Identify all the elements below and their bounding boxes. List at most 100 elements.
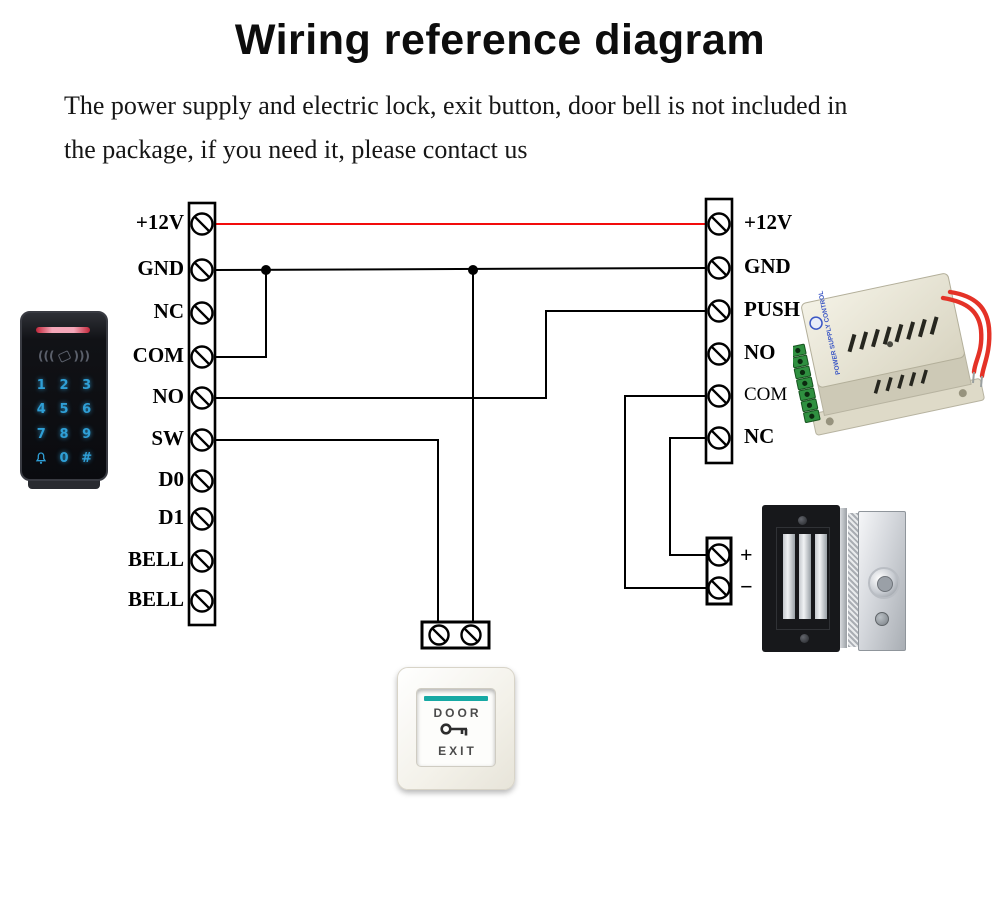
terminal-screw-icon: [707, 299, 731, 323]
magnetic-lock: [762, 505, 847, 652]
keypad-body: ((())) 1 2 3 4 5 6 7 8 9 0 #: [20, 311, 108, 481]
terminal-screw-icon: [190, 589, 214, 613]
armature-plate: [848, 511, 906, 651]
exit-button-device: DOOR EXIT: [397, 667, 515, 790]
psu-flange-screw: [825, 417, 834, 426]
psu-logo-icon: [809, 316, 823, 330]
exit-button-panel: DOOR EXIT: [416, 688, 496, 767]
terminal-screw-icon: [190, 549, 214, 573]
subtitle-line-1: The power supply and electric lock, exit…: [64, 91, 848, 120]
wire-com-to-gnd: [216, 270, 267, 358]
label-left-d0: D0: [158, 467, 184, 491]
power-supply-unit: POWER SUPPLY CONTROL: [793, 273, 992, 436]
wire-no-to-push: [216, 310, 706, 399]
key-0: 0: [59, 451, 69, 467]
subtitle: The power supply and electric lock, exit…: [64, 84, 954, 172]
label-left-gnd: GND: [137, 256, 184, 280]
subtitle-line-2: the package, if you need it, please cont…: [64, 135, 528, 164]
page-title: Wiring reference diagram: [234, 16, 766, 64]
terminal-screw-icon: [190, 428, 214, 452]
psu-red-wires: [940, 289, 992, 388]
psu-green-terminal-block: [793, 343, 821, 424]
label-lock-minus: −: [740, 574, 753, 599]
psu-adjust-button: [887, 341, 894, 348]
maglock-recess: [776, 527, 830, 630]
terminal-screw-icon: [190, 386, 214, 410]
label-left-bell2: BELL: [127, 587, 184, 611]
key-4: 4: [36, 402, 46, 418]
terminal-screw-icon: [707, 384, 731, 408]
label-right-push: PUSH: [744, 297, 801, 321]
keypad-keys: 1 2 3 4 5 6 7 8 9 0 #: [30, 373, 98, 471]
maglock-screw: [800, 634, 809, 643]
keypad-device: ((())) 1 2 3 4 5 6 7 8 9 0 #: [20, 311, 108, 489]
label-left-com: COM: [132, 343, 184, 367]
exit-button-exit-text: EXIT: [438, 744, 477, 758]
wire-gnd: [215, 267, 707, 271]
terminal-screw-icon: [190, 212, 214, 236]
terminal-screw-icon: [707, 576, 731, 600]
key-5: 5: [59, 402, 69, 418]
rfid-waves-right: ))): [73, 349, 90, 363]
rfid-waves-left: (((: [38, 349, 55, 363]
right-terminal-strip: [704, 197, 734, 465]
armature-pin-hole: [875, 612, 889, 626]
label-left-bell1: BELL: [127, 547, 184, 571]
bell-icon: [35, 452, 47, 465]
terminal-screw-icon: [428, 624, 450, 646]
terminal-screw-icon: [190, 469, 214, 493]
key-1: 1: [36, 377, 46, 393]
label-right-com: COM: [744, 384, 788, 405]
terminal-screw-icon: [707, 426, 731, 450]
maglock-screw: [798, 516, 807, 525]
label-left-12v: +12V: [135, 210, 184, 234]
key-8: 8: [59, 426, 69, 442]
key-6: 6: [82, 402, 92, 418]
terminal-screw-icon: [707, 543, 731, 567]
key-3: 3: [82, 377, 92, 393]
maglock-magnet-strips: [783, 534, 827, 619]
led-indicator-bar: [36, 327, 90, 333]
psu-vent-slats: [847, 316, 939, 394]
label-left-sw: SW: [151, 426, 184, 450]
maglock-side-edge: [840, 508, 847, 648]
key-hash: #: [81, 451, 93, 467]
terminal-screw-icon: [707, 256, 731, 280]
label-right-12v: +12V: [744, 210, 793, 234]
label-left-nc: NC: [153, 299, 184, 323]
key-9: 9: [82, 426, 92, 442]
armature-face: [858, 511, 906, 651]
label-right-no: NO: [744, 340, 776, 364]
exit-button-door-text: DOOR: [433, 706, 482, 720]
armature-bolt-hole: [868, 567, 900, 599]
terminal-screw-icon: [707, 342, 731, 366]
psu-top-face: [801, 273, 965, 388]
terminal-screw-icon: [190, 345, 214, 369]
label-right-nc: NC: [744, 424, 775, 448]
key-7: 7: [36, 426, 46, 442]
junction-dot: [261, 265, 271, 275]
keypad-stand: [28, 480, 100, 489]
terminal-screw-icon: [460, 624, 482, 646]
wires: [215, 223, 707, 622]
terminal-screw-icon: [190, 258, 214, 282]
terminal-screw-icon: [190, 301, 214, 325]
label-left-d1: D1: [158, 505, 184, 529]
terminal-screw-icon: [190, 507, 214, 531]
psu-flange-screw: [958, 389, 967, 398]
wire-com-to-lock-minus: [624, 395, 707, 589]
exit-button-stripe: [424, 696, 488, 701]
armature-knurled-edge: [848, 513, 858, 647]
key-icon: [440, 723, 468, 736]
junction-dot: [468, 265, 478, 275]
rfid-reader-icon: ((())): [22, 349, 106, 363]
wire-sw-to-exit: [216, 439, 439, 622]
psu-box: POWER SUPPLY CONTROL: [793, 273, 985, 436]
key-2: 2: [59, 377, 69, 393]
label-lock-plus: +: [740, 542, 753, 567]
label-left-no: NO: [152, 384, 185, 408]
wire-nc-to-lock-plus: [669, 437, 707, 556]
label-right-gnd: GND: [744, 254, 791, 278]
